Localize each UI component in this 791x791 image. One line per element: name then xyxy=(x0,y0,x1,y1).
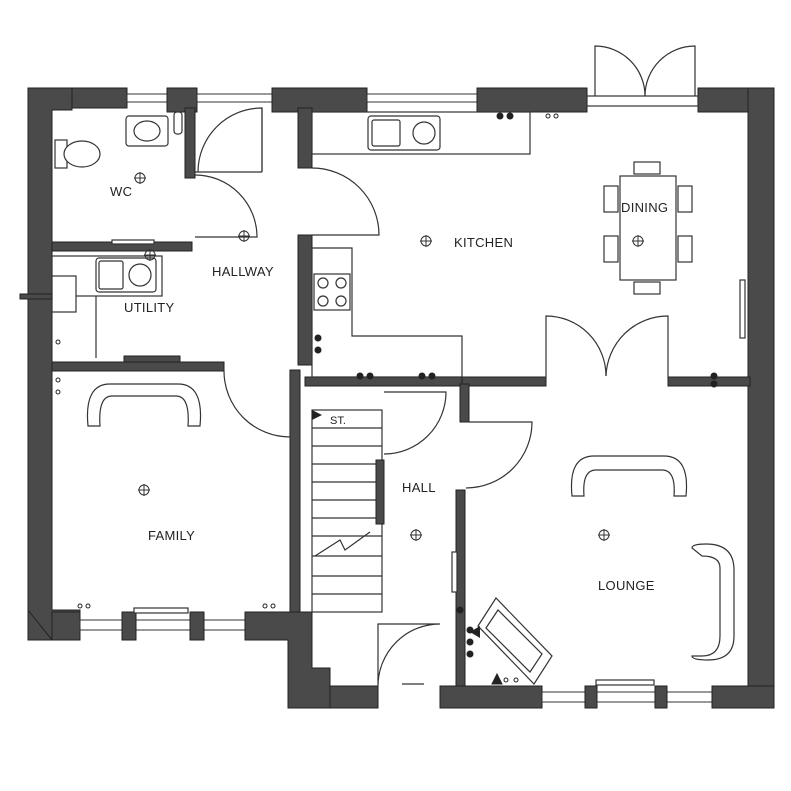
wall-north-hall xyxy=(271,87,368,113)
towel-rail xyxy=(173,111,183,135)
family-door xyxy=(223,370,291,438)
room-labels: WC HALLWAY UTILITY KITCHEN DINING FAMILY… xyxy=(110,184,668,593)
wall-east xyxy=(747,87,775,709)
stair-outline xyxy=(311,409,383,613)
hall-kitchen-door xyxy=(383,391,447,455)
wall-north-kitchen xyxy=(476,87,588,113)
room-label-hallway: HALLWAY xyxy=(212,264,274,279)
room-label-family: FAMILY xyxy=(148,528,195,543)
wall-south-family-r xyxy=(244,611,331,709)
dining-chair-e2 xyxy=(677,235,693,263)
dining-chair-w1 xyxy=(603,185,619,213)
room-label-kitchen: KITCHEN xyxy=(454,235,513,250)
room-label-wc: WC xyxy=(110,184,132,199)
french-door-right xyxy=(644,45,696,97)
wall-south-hall-r xyxy=(439,685,543,709)
kitchen-door xyxy=(311,167,380,236)
wc-door xyxy=(195,107,263,173)
wall-south-family-m1 xyxy=(121,611,137,641)
staircase: ST. xyxy=(311,409,383,613)
family-sofa xyxy=(86,383,202,427)
wall-south-hall-l xyxy=(329,685,379,709)
doors xyxy=(194,45,699,687)
wall-south-lounge-m2 xyxy=(654,685,668,709)
hallway-wc-door xyxy=(194,174,258,238)
wall-family-hall xyxy=(289,369,301,613)
outer-walls xyxy=(27,87,775,709)
stair-treads xyxy=(312,427,382,595)
utility-boiler xyxy=(51,275,77,313)
lounge-sofa-top xyxy=(570,455,688,497)
fixtures xyxy=(19,111,746,686)
wall-kitchen-south xyxy=(304,376,466,387)
lounge-door-left xyxy=(545,315,607,380)
lounge-tv-unit xyxy=(470,597,553,685)
dining-table xyxy=(619,175,677,281)
dining-chair-s xyxy=(633,281,661,295)
radiator-kitchen xyxy=(739,279,746,339)
wall-south-family-l xyxy=(51,611,81,641)
wall-hall-kitchen-mid xyxy=(297,234,313,366)
wall-south-family-m2 xyxy=(189,611,205,641)
room-label-lounge: LOUNGE xyxy=(598,578,655,593)
radiator-stair xyxy=(375,459,385,525)
store-label: ST. xyxy=(330,415,346,427)
front-door xyxy=(377,623,441,687)
wall-south-lounge-r xyxy=(711,685,775,709)
wall-wc-hall xyxy=(184,107,196,179)
wall-south-lounge-m1 xyxy=(584,685,598,709)
window-wc xyxy=(126,93,168,103)
wall-utility-family xyxy=(51,361,225,372)
window-kitchen xyxy=(366,93,478,103)
room-label-hall: HALL xyxy=(402,480,436,495)
wall-hall-lounge-top xyxy=(459,383,470,423)
hall-lounge-door xyxy=(465,421,533,489)
kitchen-side-worktop xyxy=(311,247,463,378)
radiator-hall xyxy=(451,551,458,593)
radiator-lounge xyxy=(595,679,655,686)
wall-north-wc xyxy=(71,87,128,109)
dining-chair-w2 xyxy=(603,235,619,263)
stair-break-line xyxy=(314,531,371,557)
lounge-sofa-right xyxy=(691,543,735,661)
stair-arrow xyxy=(312,410,322,420)
wall-kitchen-south-3 xyxy=(667,376,751,387)
wall-corner-sw xyxy=(27,608,54,641)
room-label-dining: DINING xyxy=(621,200,668,215)
window-hallway xyxy=(196,93,273,103)
dining-chair-n xyxy=(633,161,661,175)
sockets xyxy=(55,112,718,685)
wall-hall-kitchen-top xyxy=(297,107,313,169)
lounge-door-right xyxy=(605,315,669,380)
radiator-family xyxy=(133,607,189,614)
dining-chair-e1 xyxy=(677,185,693,213)
internal-walls xyxy=(51,107,751,687)
window-family xyxy=(79,619,246,631)
wall-kitchen-south-2 xyxy=(461,376,547,387)
french-door-left xyxy=(594,45,646,97)
french-door-frame xyxy=(586,95,699,107)
window-lounge xyxy=(541,691,713,703)
radiator-wc xyxy=(111,239,155,245)
radiator-utility xyxy=(123,355,181,363)
electrical-points xyxy=(55,112,718,685)
room-label-utility: UTILITY xyxy=(124,300,175,315)
